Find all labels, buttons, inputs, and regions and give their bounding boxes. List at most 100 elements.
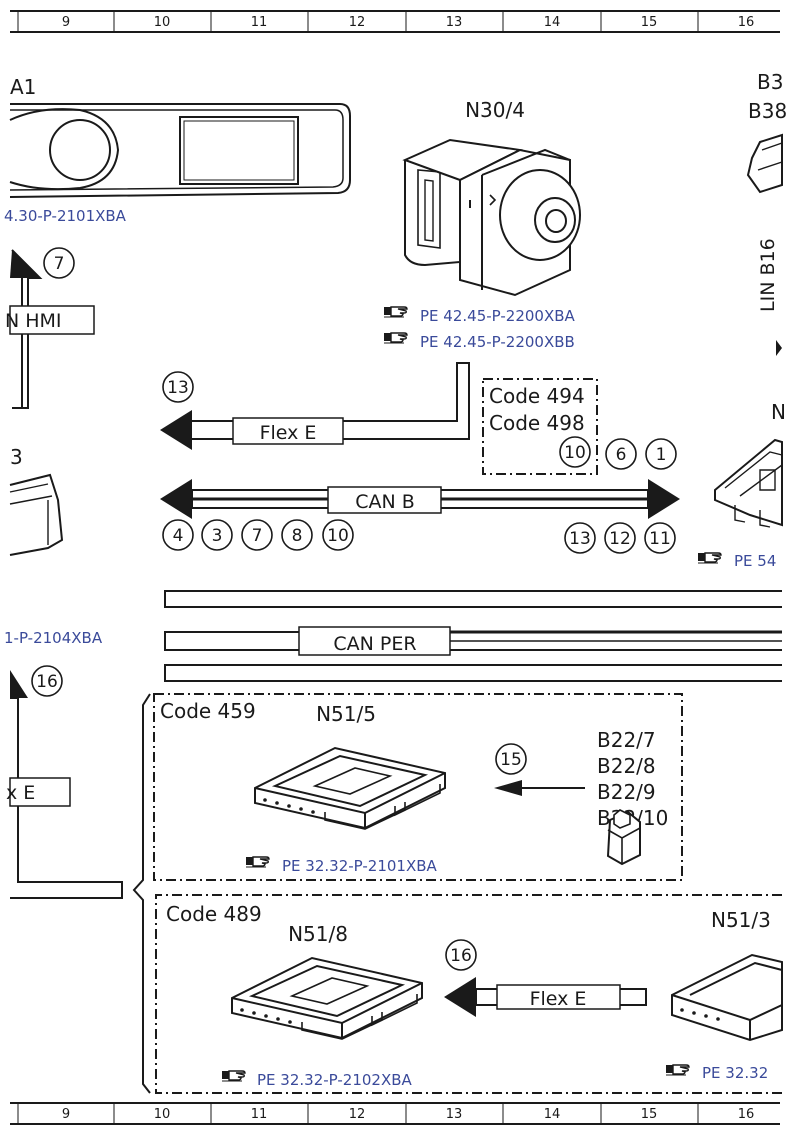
circle-1 xyxy=(645,438,677,470)
label-code-494: Code 494 xyxy=(489,384,585,408)
circle-4 xyxy=(162,519,194,551)
circle-3-num: 3 xyxy=(212,526,223,546)
ref-n30-4-2: PE 42.45-P-2200XBB xyxy=(420,333,575,351)
circle-10-num: 10 xyxy=(327,526,349,546)
circle-8-num: 8 xyxy=(292,526,303,546)
circle-7-top-num: 7 xyxy=(54,254,65,274)
label-n-partial: N xyxy=(771,400,786,424)
n51-8-unit xyxy=(231,957,423,1040)
circle-16-left xyxy=(31,665,63,697)
label-code-489: Code 489 xyxy=(166,902,262,926)
bus-hmi-label: N HMI xyxy=(5,310,62,332)
bus-flex-e-bottom-label: Flex E xyxy=(530,988,587,1010)
n30-4-unit xyxy=(402,138,581,297)
ruler-number: 11 xyxy=(251,15,268,30)
hmi-bus xyxy=(9,249,95,409)
ruler-number: 16 xyxy=(738,1107,755,1122)
ruler-number: 13 xyxy=(446,1107,463,1122)
ruler-number: 14 xyxy=(544,15,561,30)
code-489-box xyxy=(155,894,782,1094)
circle-11 xyxy=(644,522,676,554)
ruler-number: 13 xyxy=(446,15,463,30)
flex-e-bottom-bus xyxy=(444,977,647,1017)
circle-16-left-num: 16 xyxy=(36,672,58,692)
circle-7-num: 7 xyxy=(252,526,263,546)
ruler-number: 9 xyxy=(62,1107,70,1122)
label-lin-b16: LIN B16 xyxy=(757,238,779,312)
circle-7-top xyxy=(43,247,75,279)
ruler-number: 12 xyxy=(349,1107,366,1122)
ruler-number: 12 xyxy=(349,15,366,30)
ruler-number: 14 xyxy=(544,1107,561,1122)
lin-arrow-partial xyxy=(776,340,782,356)
right-control-unit xyxy=(714,438,783,528)
ruler-number: 16 xyxy=(738,15,755,30)
circle-4-num: 4 xyxy=(173,526,184,546)
flex-e-top-bus xyxy=(160,362,470,450)
label-n51-3: N51/3 xyxy=(711,908,771,932)
bus-flex-e-left-label: x E xyxy=(6,782,35,804)
circle-8 xyxy=(281,519,313,551)
label-code-498: Code 498 xyxy=(489,411,585,435)
circle-7 xyxy=(241,519,273,551)
label-b38: B38 xyxy=(748,99,787,123)
label-n51-8: N51/8 xyxy=(288,922,348,946)
ref-left-partial: 1-P-2104XBA xyxy=(4,629,103,647)
top-ruler: 9 10 11 12 13 14 15 16 xyxy=(10,10,780,33)
ruler-number: 9 xyxy=(62,15,70,30)
n51-3-unit-partial xyxy=(671,953,783,1042)
circle-15 xyxy=(495,743,527,775)
b3-sensor xyxy=(746,133,783,194)
left-partial-unit xyxy=(9,473,64,556)
circle-13-num: 13 xyxy=(569,529,591,549)
circle-12 xyxy=(604,522,636,554)
label-code-459: Code 459 xyxy=(160,699,256,723)
ref-n51-3-partial: PE 32.32 xyxy=(702,1064,768,1082)
flex-e-left-bus xyxy=(9,670,123,899)
ref-a1: 4.30-P-2101XBA xyxy=(4,207,127,225)
label-b22-9: B22/9 xyxy=(597,780,656,804)
circle-12-num: 12 xyxy=(609,529,631,549)
b22-sensor xyxy=(606,809,641,866)
ruler-number: 15 xyxy=(641,1107,658,1122)
a1-instrument-cluster xyxy=(9,103,351,198)
circle-15-num: 15 xyxy=(500,750,522,770)
circle-10-code xyxy=(559,436,591,468)
circle-16-bottom-num: 16 xyxy=(450,946,472,966)
bracket xyxy=(132,693,151,1094)
ruler-number: 10 xyxy=(154,15,171,30)
ruler-number: 11 xyxy=(251,1107,268,1122)
ruler-number: 15 xyxy=(641,15,658,30)
code-459-box xyxy=(153,693,683,881)
label-n30-4: N30/4 xyxy=(465,98,525,122)
circle-16-bottom xyxy=(445,939,477,971)
circle-13 xyxy=(564,522,596,554)
code-494-498-box xyxy=(482,378,598,475)
label-n51-5: N51/5 xyxy=(316,702,376,726)
circle-10-code-num: 10 xyxy=(564,443,586,463)
can-per-bus xyxy=(164,590,782,682)
circle-1-num: 1 xyxy=(656,445,667,465)
label-left-3: 3 xyxy=(10,445,23,469)
circle-10 xyxy=(322,519,354,551)
circle-13-flex-num: 13 xyxy=(167,378,189,398)
ref-n30-4-1: PE 42.45-P-2200XBA xyxy=(420,307,576,325)
b22-signal-arrow xyxy=(494,780,522,796)
ref-right-partial: PE 54 xyxy=(734,552,776,570)
ruler-number: 10 xyxy=(154,1107,171,1122)
ref-n51-5: PE 32.32-P-2101XBA xyxy=(282,857,438,875)
ref-n51-8: PE 32.32-P-2102XBA xyxy=(257,1071,413,1089)
circle-11-num: 11 xyxy=(649,529,671,549)
bus-can-per-label: CAN PER xyxy=(333,633,416,655)
bus-can-b-label: CAN B xyxy=(355,491,415,513)
bottom-ruler: 9 10 11 12 13 14 15 16 xyxy=(10,1102,780,1125)
label-b3: B3 xyxy=(757,70,783,94)
bus-flex-e-top-label: Flex E xyxy=(260,422,317,444)
circle-6-num: 6 xyxy=(616,445,627,465)
n51-5-unit xyxy=(254,747,446,830)
label-b22-8: B22/8 xyxy=(597,754,656,778)
label-b22-7: B22/7 xyxy=(597,728,656,752)
label-a1: A1 xyxy=(10,75,36,99)
circle-6 xyxy=(605,438,637,470)
